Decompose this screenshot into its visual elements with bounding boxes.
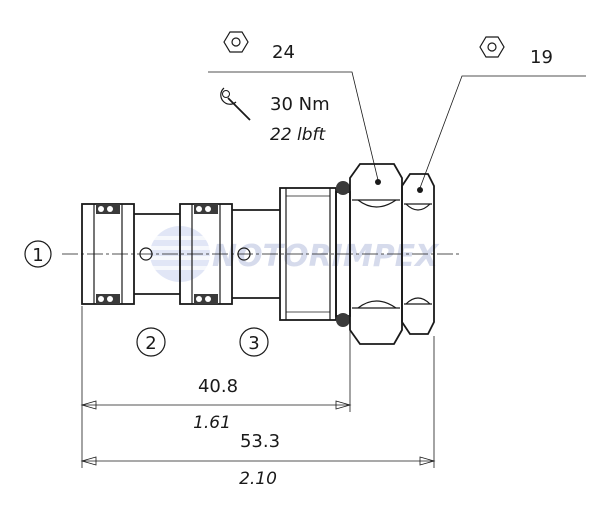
body-neck-1 xyxy=(134,213,180,295)
port-2-label: 2 xyxy=(145,333,156,354)
torque-nm: 30 Nm xyxy=(270,94,330,115)
port-3-label: 3 xyxy=(248,333,259,354)
dimension-53-3-inch: 2.10 xyxy=(239,469,277,489)
dimension-40-8-inch: 1.61 xyxy=(193,413,231,433)
hex-19-nut xyxy=(401,173,435,335)
dimension-53-3: 53.3 2.10 xyxy=(80,431,436,489)
wrench-icon xyxy=(220,87,251,121)
dimension-40-8: 40.8 1.61 xyxy=(80,376,352,433)
port-1-label: 1 xyxy=(32,245,43,266)
hex-nut-icon xyxy=(223,31,249,53)
nose-land xyxy=(81,203,135,305)
port-3-callout: 3 xyxy=(239,327,269,357)
seal-collar xyxy=(335,181,351,327)
hex-nut-icon xyxy=(479,36,505,58)
hex-24-callout: 24 xyxy=(208,31,379,181)
valve-cartridge xyxy=(81,163,435,345)
torque-spec: 30 Nm 22 lbft xyxy=(220,87,330,145)
port-1-callout: 1 xyxy=(24,240,52,268)
dimension-40-8-mm: 40.8 xyxy=(198,376,238,397)
watermark-text: NOTORIMPEX xyxy=(212,239,440,274)
dimension-53-3-mm: 53.3 xyxy=(240,431,280,452)
middle-land xyxy=(179,203,233,305)
hex-19-size: 19 xyxy=(530,47,553,68)
hex-24-size: 24 xyxy=(272,42,295,63)
hex-24-body xyxy=(349,163,403,345)
torque-lbft: 22 lbft xyxy=(270,125,327,145)
hex-19-callout: 19 xyxy=(419,36,586,189)
extension-lines xyxy=(81,306,435,468)
port-2-callout: 2 xyxy=(136,327,166,357)
body-neck-2 xyxy=(232,209,280,299)
